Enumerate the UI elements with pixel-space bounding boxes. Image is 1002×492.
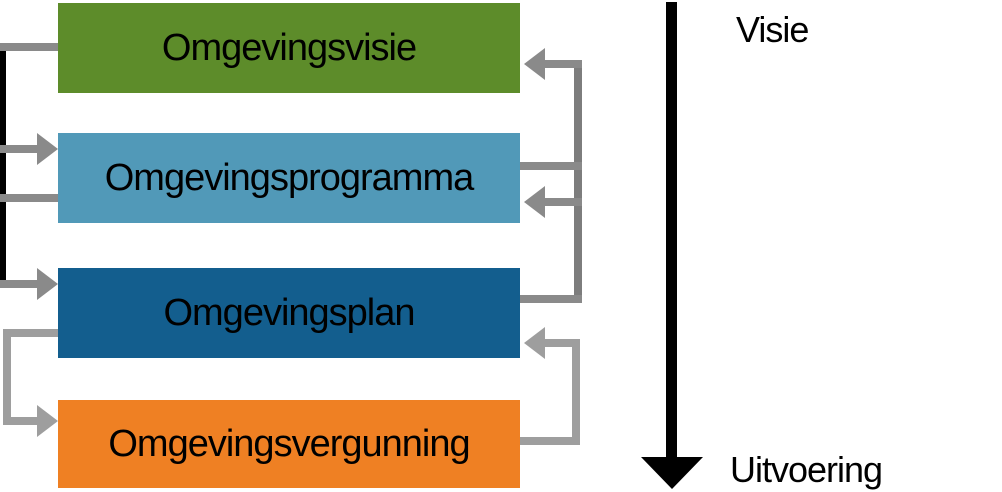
arrow-left-icon <box>524 48 545 80</box>
box-omgevingsvergunning: Omgevingsvergunning <box>58 400 520 488</box>
connector-into-programma-right <box>544 198 582 206</box>
connector-into-plan-left <box>0 280 40 288</box>
right-trunk-line <box>574 60 582 303</box>
left-trunk-line <box>0 44 6 287</box>
connector-into-programma-left <box>0 145 40 153</box>
arrow-right-icon <box>37 268 58 300</box>
box-omgevingsvergunning-label: Omgevingsvergunning <box>108 422 470 465</box>
loop-vergunning-out-right <box>520 437 580 445</box>
box-omgevingsplan: Omgevingsplan <box>58 268 520 358</box>
arrow-down-icon <box>641 457 703 489</box>
axis-label-uitvoering: Uitvoering <box>730 449 883 490</box>
box-omgevingsvisie-label: Omgevingsvisie <box>161 26 417 69</box>
box-omgevingsprogramma-label: Omgevingsprogramma <box>104 156 474 199</box>
arrow-left-icon <box>524 327 545 359</box>
arrow-right-icon <box>37 405 58 437</box>
connector-into-visie-right <box>544 60 582 68</box>
arrow-left-icon <box>524 186 545 218</box>
connector-programma-out-left <box>0 194 58 202</box>
loop-into-vergunning-left <box>3 417 40 425</box>
arrow-right-icon <box>37 133 58 165</box>
loop-left-vertical <box>3 329 11 425</box>
loop-plan-out-left <box>3 329 58 337</box>
visie-uitvoering-arrow-shaft <box>666 2 677 458</box>
axis-label-visie: Visie <box>736 9 809 50</box>
connector-plan-out-right <box>520 295 582 303</box>
loop-right-vertical <box>572 339 580 445</box>
loop-into-plan-right <box>544 339 580 347</box>
box-omgevingsplan-label: Omgevingsplan <box>163 291 415 334</box>
box-omgevingsvisie: Omgevingsvisie <box>58 3 520 93</box>
connector-visie-out-left <box>0 43 58 51</box>
connector-programma-out-right <box>520 162 582 170</box>
box-omgevingsprogramma: Omgevingsprogramma <box>58 133 520 223</box>
